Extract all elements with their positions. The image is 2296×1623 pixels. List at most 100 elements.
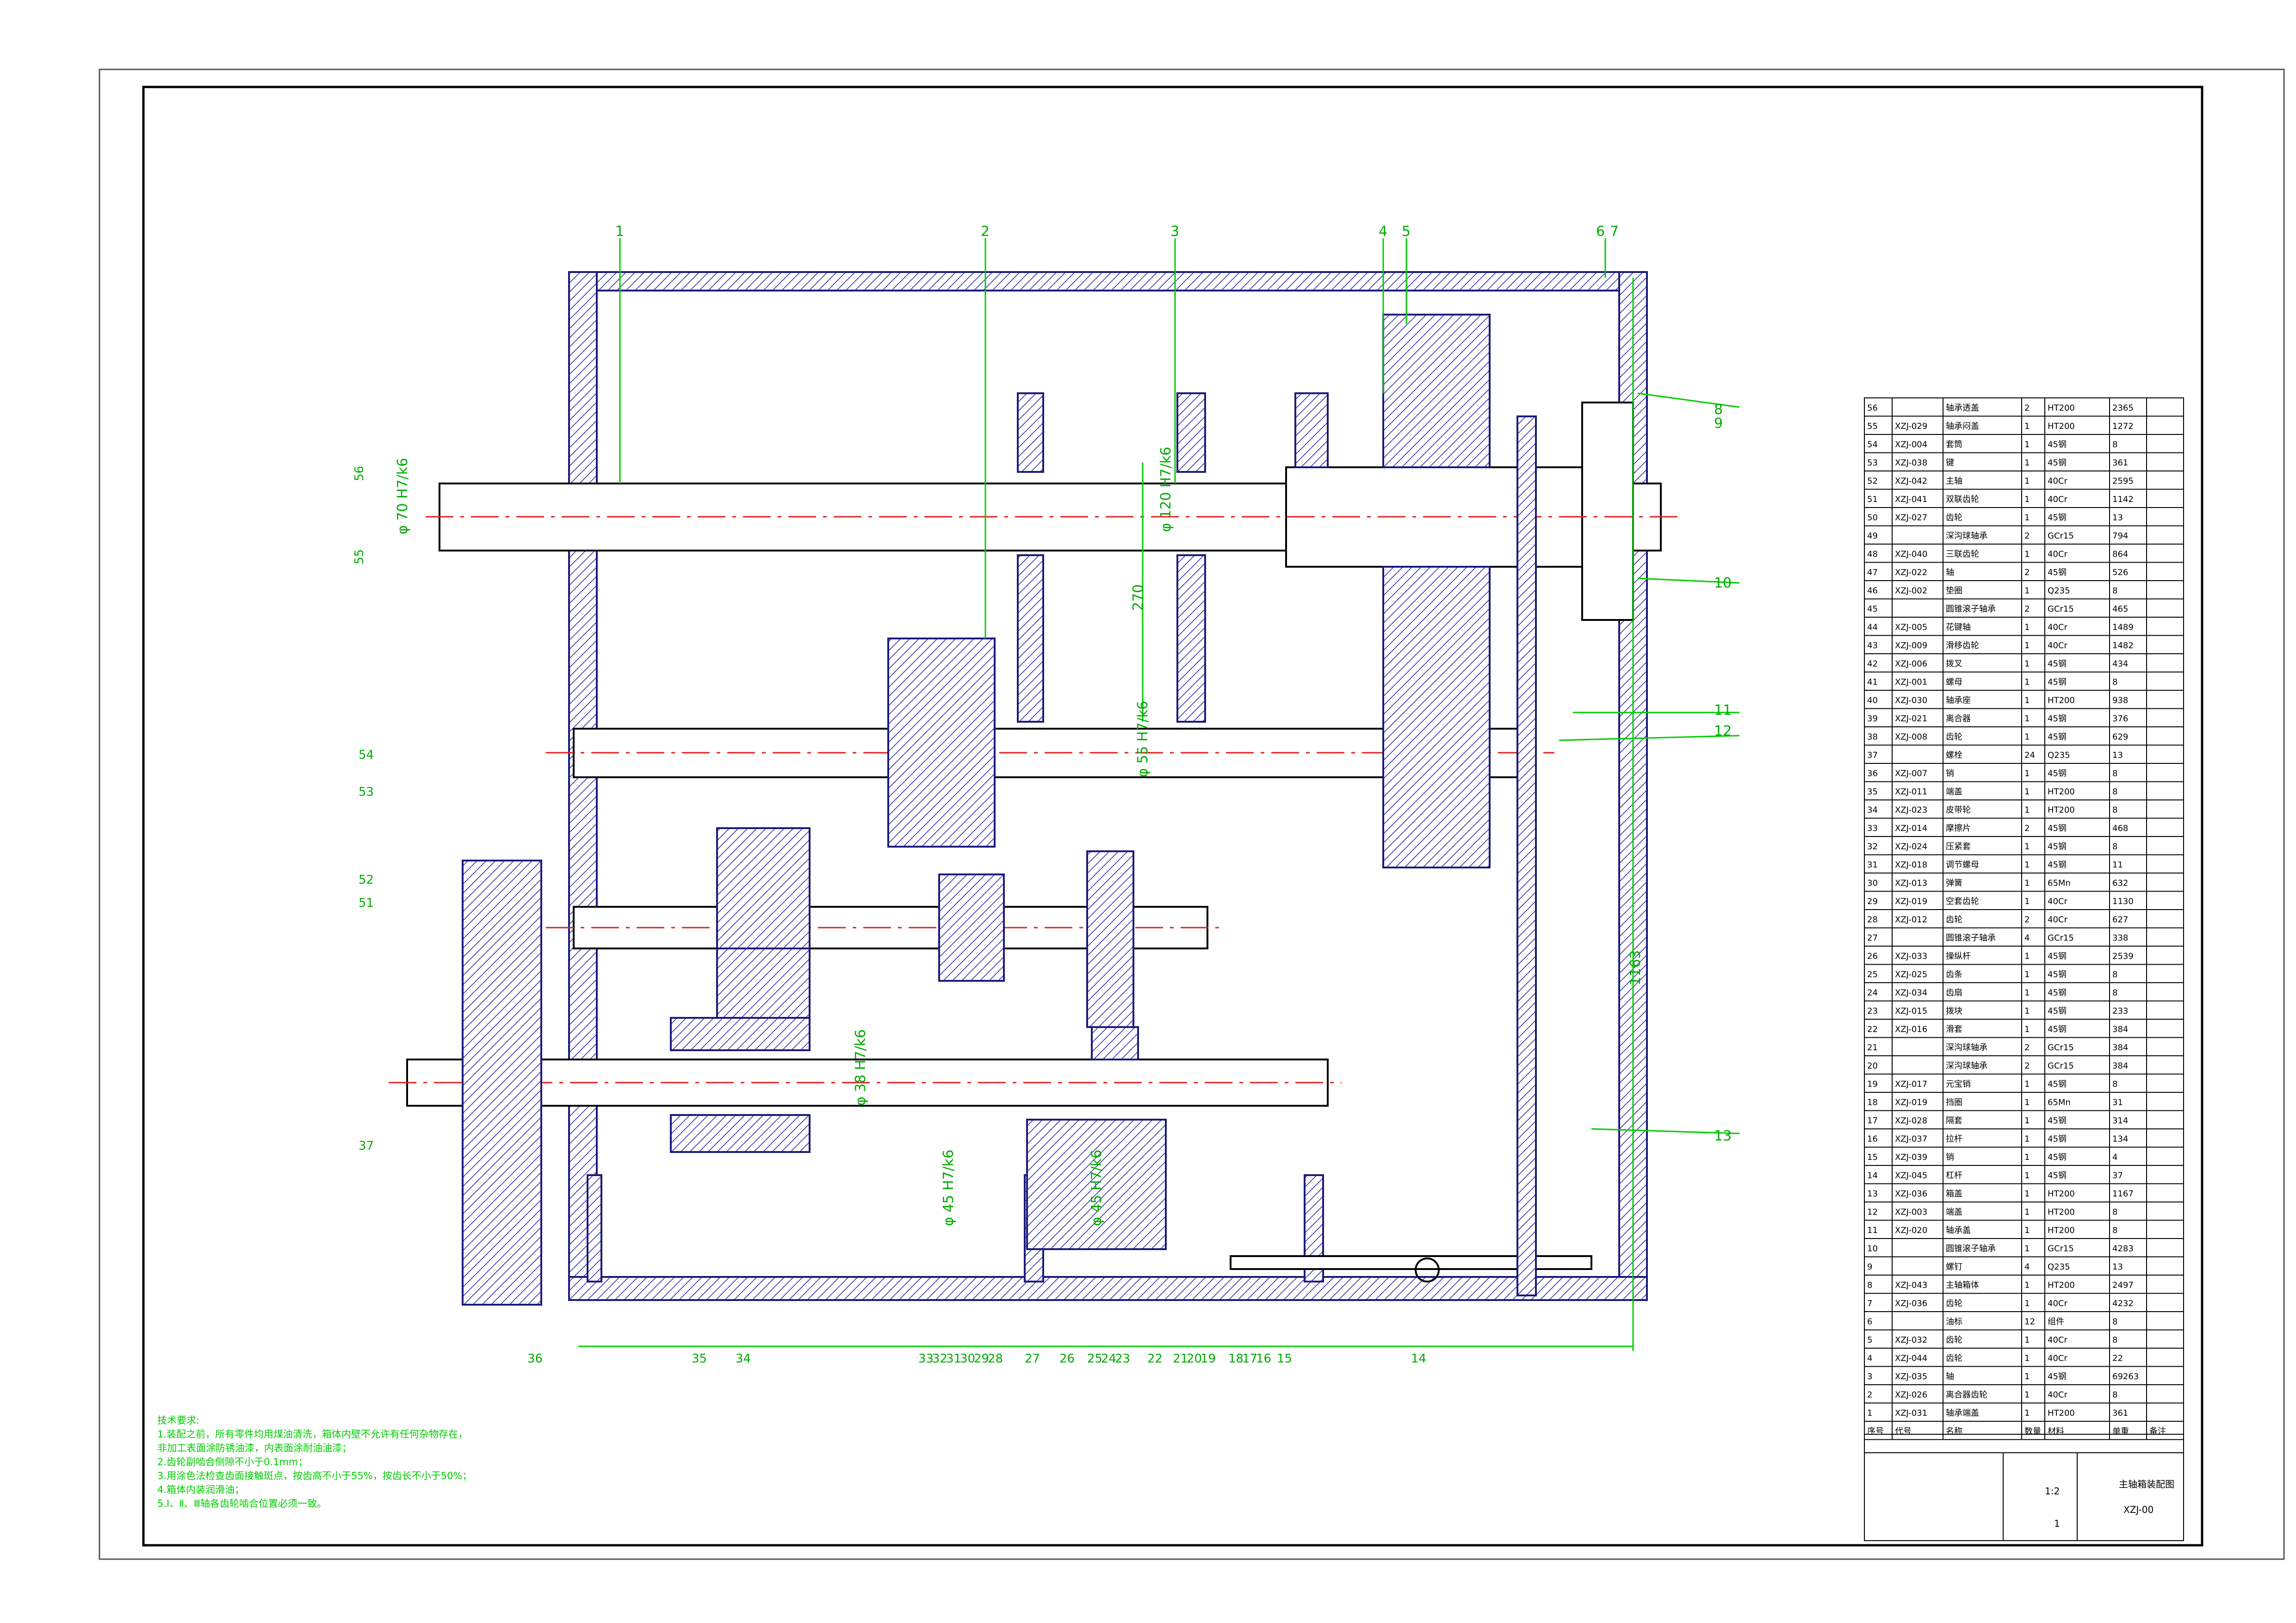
callout-5: 5 xyxy=(1402,223,1411,240)
bom-cell: 20 xyxy=(1867,1061,1878,1071)
callout-13: 13 xyxy=(1714,1128,1732,1144)
bom-cell: 1 xyxy=(2024,1098,2030,1108)
bom-cell: 48 xyxy=(1867,550,1878,559)
dim-d45b: φ 45 H7/k6 xyxy=(1089,1150,1105,1226)
bom-cell: 45钢 xyxy=(2048,568,2067,577)
bom-cell: 1 xyxy=(2024,421,2030,431)
bom-cell: 1 xyxy=(2024,623,2030,632)
bom-cell: 1 xyxy=(2024,1281,2030,1290)
bom-cell: 46 xyxy=(1867,586,1878,596)
bom-cell: 端盖 xyxy=(1946,787,1962,797)
bom-cell: 45钢 xyxy=(2048,513,2067,523)
dim-1163: 1163 xyxy=(1628,950,1644,985)
bom-cell: XZJ-043 xyxy=(1895,1281,1927,1290)
bom-cell: 1 xyxy=(2024,550,2030,559)
callout-27: 27 xyxy=(1025,1352,1040,1366)
bom-cell: 40Cr xyxy=(2048,897,2067,906)
bom-cell: 组件 xyxy=(2048,1317,2064,1327)
bom-cell: 35 xyxy=(1867,787,1878,797)
callout-15: 15 xyxy=(1277,1352,1292,1366)
bom-cell: 轴 xyxy=(1946,568,1954,577)
bom-cell: 37 xyxy=(1867,750,1878,760)
bom-cell: 54 xyxy=(1867,440,1878,450)
bom-cell: HT200 xyxy=(2048,1408,2075,1418)
bom-cell: 45钢 xyxy=(2048,1372,2067,1381)
bom-cell: 1 xyxy=(2024,1208,2030,1217)
bom-cell: 40Cr xyxy=(2048,1299,2067,1308)
title-block-text: 主轴箱装配图 XZJ-00 1:2 1 xyxy=(2045,1479,2174,1529)
bom-cell: 深沟球轴承 xyxy=(1946,531,1987,541)
callout-37: 37 xyxy=(359,1139,374,1153)
bom-cell: 526 xyxy=(2112,568,2128,577)
bom-cell: 45钢 xyxy=(2048,824,2067,833)
gears xyxy=(670,314,1537,1296)
bom-cell: GCr15 xyxy=(2048,531,2074,541)
bom-cell: 6 xyxy=(1867,1317,1872,1327)
bom-cell: 40Cr xyxy=(2048,915,2067,925)
bom-cell: 套筒 xyxy=(1946,440,1962,450)
dim-d55: φ 55 H7/k6 xyxy=(1135,701,1151,777)
bom-cell: 41 xyxy=(1867,677,1878,687)
bom-cell: 操纵杆 xyxy=(1946,952,1971,961)
bom-cell: 齿轮 xyxy=(1946,1335,1962,1345)
bom-cell: 9 xyxy=(1867,1262,1872,1272)
bom-cell: 338 xyxy=(2112,933,2128,943)
callout-54: 54 xyxy=(359,748,374,762)
bom-cell: XZJ-024 xyxy=(1895,842,1927,852)
bom-cell: XZJ-007 xyxy=(1895,769,1927,779)
bom-cell: 27 xyxy=(1867,933,1878,943)
callout-55: 55 xyxy=(353,549,366,564)
callout-17: 17 xyxy=(1242,1352,1257,1366)
note-line-2: 非加工表面涂防锈油漆，内表面涂耐油油漆； xyxy=(157,1443,352,1454)
callout-21: 21 xyxy=(1173,1352,1188,1366)
bom-cell: XZJ-003 xyxy=(1895,1208,1927,1217)
bom-cell: 65Mn xyxy=(2048,1098,2071,1108)
bom-cell: 11 xyxy=(1867,1226,1878,1235)
bom-cell: 23 xyxy=(1867,1006,1878,1016)
bom-cell: 弹簧 xyxy=(1946,879,1962,888)
bom-cell: 1 xyxy=(2024,677,2030,687)
bom-cell: 2365 xyxy=(2112,403,2134,413)
bom-cell: 864 xyxy=(2112,550,2128,559)
bom-cell: 1 xyxy=(2024,1134,2030,1144)
dim-d70: φ 70 H7/k6 xyxy=(395,458,411,534)
drawing-scale: 1:2 xyxy=(2045,1486,2060,1497)
bom-cell: 38 xyxy=(1867,732,1878,742)
bom-cell: 34 xyxy=(1867,805,1878,815)
bom-cell: 杠杆 xyxy=(1946,1171,1962,1181)
bom-cell: 629 xyxy=(2112,732,2128,742)
note-line-6: 5.Ⅰ、Ⅱ、Ⅲ轴各齿轮啮合位置必须一致。 xyxy=(157,1498,327,1509)
bom-cell: 数量 xyxy=(2024,1427,2041,1437)
bom-cell: 8 xyxy=(2112,805,2117,815)
bom-cell: 26 xyxy=(1867,952,1878,961)
bom-cell: XZJ-035 xyxy=(1895,1372,1927,1381)
bom-cell: 1 xyxy=(2024,495,2030,504)
bom-cell: 4 xyxy=(2024,933,2030,943)
bom-cell: 53 xyxy=(1867,458,1878,468)
bom-cell: XZJ-013 xyxy=(1895,879,1927,888)
bom-cell: 1 xyxy=(2024,1244,2030,1254)
bom-cell: 1 xyxy=(2024,477,2030,486)
bom-cell: 圆锥滚子轴承 xyxy=(1946,604,1996,614)
bom-cell: XZJ-032 xyxy=(1895,1335,1927,1345)
bom-cell: 压紧套 xyxy=(1946,842,1971,852)
bom-cell: XZJ-006 xyxy=(1895,659,1927,669)
bom-cell: 40Cr xyxy=(2048,623,2067,632)
bom-cell: 22 xyxy=(1867,1025,1878,1035)
callout-52: 52 xyxy=(359,873,374,887)
bom-cell: 40Cr xyxy=(2048,1354,2067,1363)
bom-cell: 45钢 xyxy=(2048,988,2067,998)
bom-cell: 31 xyxy=(1867,860,1878,870)
bom-cell: 8 xyxy=(2112,677,2117,687)
bom-cell: 垫圈 xyxy=(1946,586,1962,596)
bom-cell: XZJ-033 xyxy=(1895,952,1927,961)
bom-cell: 37 xyxy=(2112,1171,2123,1181)
bom-cell: 元宝销 xyxy=(1946,1079,1971,1089)
bom-cell: XZJ-019 xyxy=(1895,1098,1927,1108)
bom-cell: 50 xyxy=(1867,513,1878,523)
bom-cell: 434 xyxy=(2112,659,2128,669)
bom-cell: XZJ-044 xyxy=(1895,1354,1927,1363)
note-line-1: 1.装配之前，所有零件均用煤油清洗，箱体内壁不允许有任何杂物存在， xyxy=(157,1429,468,1440)
callout-23: 23 xyxy=(1115,1352,1130,1366)
callout-36: 36 xyxy=(527,1352,543,1366)
